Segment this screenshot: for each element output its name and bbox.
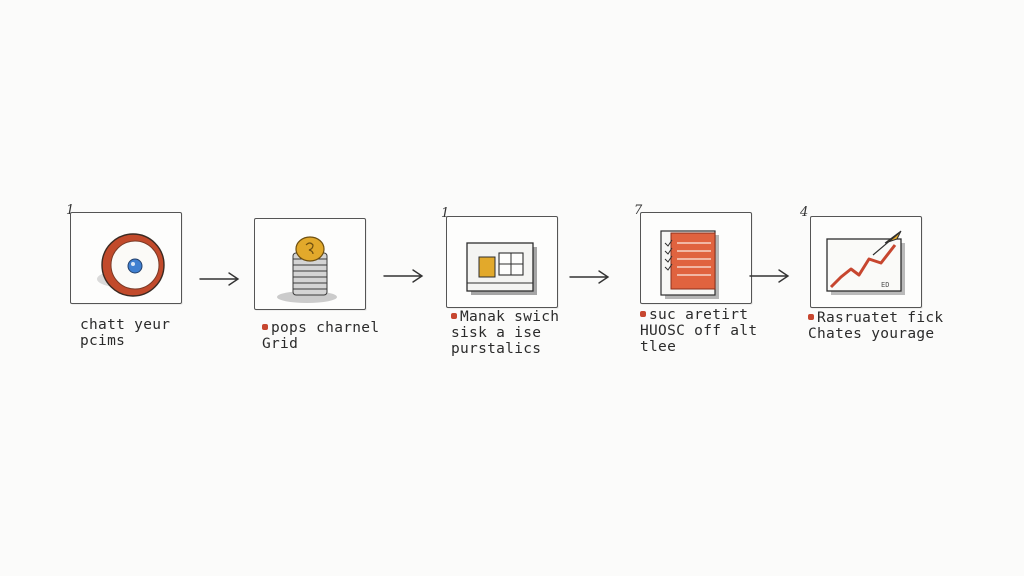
step-number: 1 (66, 203, 75, 218)
step-frame (446, 216, 558, 308)
step-number: 7 (634, 203, 643, 218)
chart-corner-text: ED (881, 281, 889, 289)
bullet-icon (808, 314, 814, 320)
step-frame (640, 212, 752, 304)
bullet-icon (640, 311, 646, 317)
step-frame: ED (810, 216, 922, 308)
step-frame (70, 212, 182, 304)
target-icon (97, 233, 165, 297)
arrow-icon (749, 269, 790, 283)
growth-chart-icon: ED (826, 230, 905, 295)
step-frame (254, 218, 366, 310)
step-number: 4 (800, 205, 809, 220)
step-label: Manak swich sisk a ise purstalics (451, 309, 560, 357)
bullet-icon (262, 324, 268, 330)
grid-window-icon (466, 242, 537, 295)
arrow-icon (569, 270, 610, 284)
checklist-icon (660, 230, 719, 299)
coin-stack-icon (277, 236, 337, 303)
step-number: 1 (441, 206, 450, 221)
arrow-icon (199, 272, 240, 286)
step-label: suc aretirt HUOSC off alt tlee (640, 307, 758, 355)
arrow-icon (383, 269, 424, 283)
step-label: chatt yeur pcims (80, 317, 171, 349)
step-label: pops charnel Grid (262, 320, 380, 352)
bullet-icon (451, 313, 457, 319)
step-label: Rasruatet fick Chates yourage (808, 310, 944, 342)
